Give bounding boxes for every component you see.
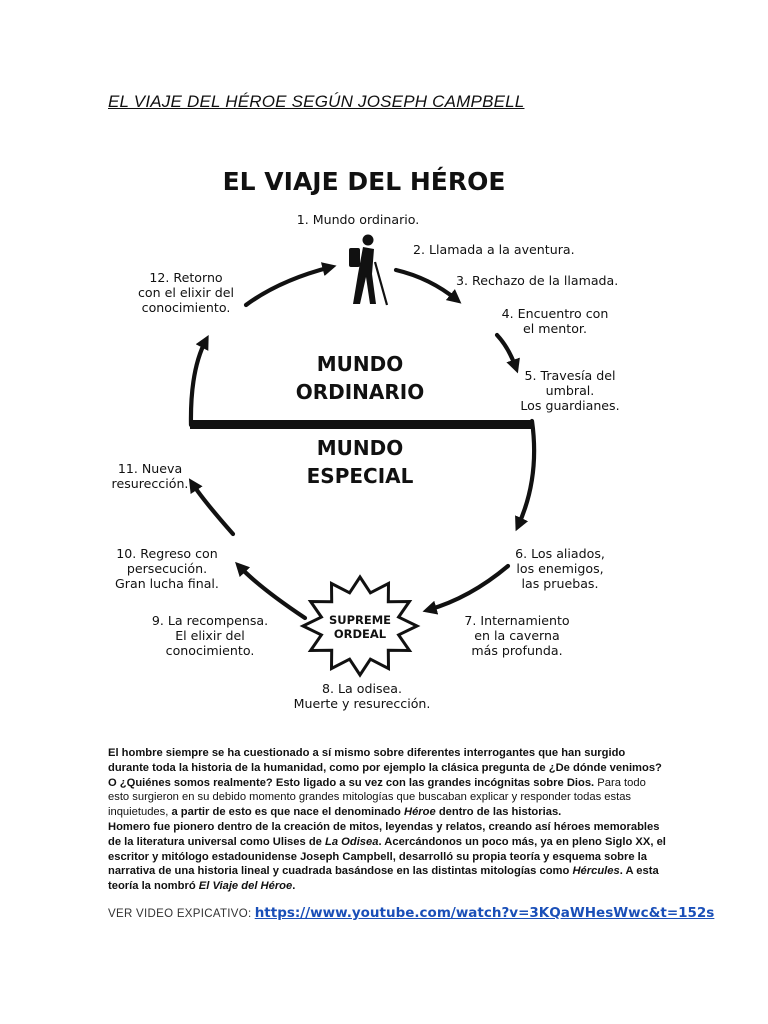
svg-text:5. Travesía del: 5. Travesía del [525, 368, 616, 383]
world-divider [190, 420, 533, 429]
svg-text:con el elixir del: con el elixir del [138, 285, 234, 300]
video-link[interactable]: https://www.youtube.com/watch?v=3KQaWHes… [254, 905, 715, 921]
svg-text:Muerte y resurección.: Muerte y resurección. [294, 696, 431, 711]
step-4: 4. Encuentro con el mentor. [502, 306, 609, 336]
svg-text:ORDEAL: ORDEAL [334, 627, 387, 641]
svg-text:12. Retorno: 12. Retorno [149, 270, 223, 285]
svg-text:umbral.: umbral. [546, 383, 595, 398]
svg-text:11. Nueva: 11. Nueva [118, 461, 182, 476]
arrow-5-to-6 [515, 418, 537, 532]
svg-text:el mentor.: el mentor. [523, 321, 587, 336]
svg-text:MUNDO: MUNDO [317, 352, 403, 376]
svg-text:ESPECIAL: ESPECIAL [307, 464, 414, 488]
svg-text:Los guardianes.: Los guardianes. [520, 398, 619, 413]
video-line: VER VIDEO EXPICATIVO: https://www.youtub… [108, 905, 714, 921]
svg-text:2. Llamada a la aventura.: 2. Llamada a la aventura. [413, 242, 575, 257]
step-6: 6. Los aliados, los enemigos, las prueba… [515, 546, 605, 591]
svg-text:3. Rechazo de la llamada.: 3. Rechazo de la llamada. [456, 273, 618, 288]
svg-text:MUNDO: MUNDO [317, 436, 403, 460]
paragraph-1: El hombre siempre se ha cuestionado a sí… [108, 747, 662, 819]
step-12: 12. Retorno con el elixir del conocimien… [138, 270, 234, 315]
cycle-arrows [188, 262, 537, 621]
body-text: El hombre siempre se ha cuestionado a sí… [108, 746, 668, 894]
svg-text:8. La odisea.: 8. La odisea. [322, 681, 402, 696]
step-1: 1. Mundo ordinario. [297, 212, 420, 227]
step-9: 9. La recompensa. El elixir del conocimi… [152, 613, 268, 658]
svg-text:10. Regreso con: 10. Regreso con [116, 546, 218, 561]
svg-text:las pruebas.: las pruebas. [522, 576, 599, 591]
diagram-title: EL VIAJE DEL HÉROE [223, 167, 506, 196]
svg-text:Gran lucha final.: Gran lucha final. [115, 576, 219, 591]
svg-text:ORDINARIO: ORDINARIO [296, 380, 425, 404]
svg-text:7. Internamiento: 7. Internamiento [464, 613, 569, 628]
step-5: 5. Travesía del umbral. Los guardianes. [520, 368, 619, 413]
svg-text:en la caverna: en la caverna [474, 628, 559, 643]
svg-text:más profunda.: más profunda. [471, 643, 562, 658]
supreme-ordeal-burst: SUPREME ORDEAL [299, 574, 421, 678]
step-7: 7. Internamiento en la caverna más profu… [464, 613, 569, 658]
arrow-2-to-3 [393, 267, 462, 304]
step-10: 10. Regreso con persecución. Gran lucha … [115, 546, 219, 591]
arrow-11-to-12 [188, 334, 209, 428]
svg-text:9. La recompensa.: 9. La recompensa. [152, 613, 268, 628]
svg-text:resurección.: resurección. [112, 476, 189, 491]
step-11: 11. Nueva resurección. [112, 461, 189, 491]
svg-text:persecución.: persecución. [127, 561, 207, 576]
video-label: VER VIDEO EXPICATIVO: [108, 908, 252, 920]
svg-text:6. Los aliados,: 6. Los aliados, [515, 546, 605, 561]
step-8: 8. La odisea. Muerte y resurección. [294, 681, 431, 711]
hero-journey-diagram: EL VIAJE DEL HÉROE MUNDO ORDINARIO MUNDO… [112, 167, 620, 711]
svg-text:El elixir del: El elixir del [175, 628, 245, 643]
svg-text:conocimiento.: conocimiento. [142, 300, 231, 315]
lower-region-label: MUNDO ESPECIAL [307, 436, 414, 488]
paragraph-2: Homero fue pionero dentro de la creación… [108, 820, 666, 893]
arrow-ordeal-to-10 [235, 561, 308, 621]
document-heading: EL VIAJE DEL HÉROE SEGÚN JOSEPH CAMPBELL [108, 92, 525, 111]
svg-text:conocimiento.: conocimiento. [166, 643, 255, 658]
step-3: 3. Rechazo de la llamada. [456, 273, 618, 288]
svg-text:1. Mundo ordinario.: 1. Mundo ordinario. [297, 212, 420, 227]
svg-text:SUPREME: SUPREME [329, 613, 391, 627]
arrow-6-to-ordeal [422, 563, 511, 615]
svg-text:4. Encuentro con: 4. Encuentro con [502, 306, 609, 321]
arrow-10-to-11 [188, 478, 236, 537]
upper-region-label: MUNDO ORDINARIO [296, 352, 425, 404]
step-2: 2. Llamada a la aventura. [413, 242, 575, 257]
arrow-12-to-1 [243, 262, 337, 308]
svg-text:los enemigos,: los enemigos, [516, 561, 603, 576]
arrow-4-to-5 [494, 332, 520, 374]
hiker-icon [349, 234, 389, 306]
